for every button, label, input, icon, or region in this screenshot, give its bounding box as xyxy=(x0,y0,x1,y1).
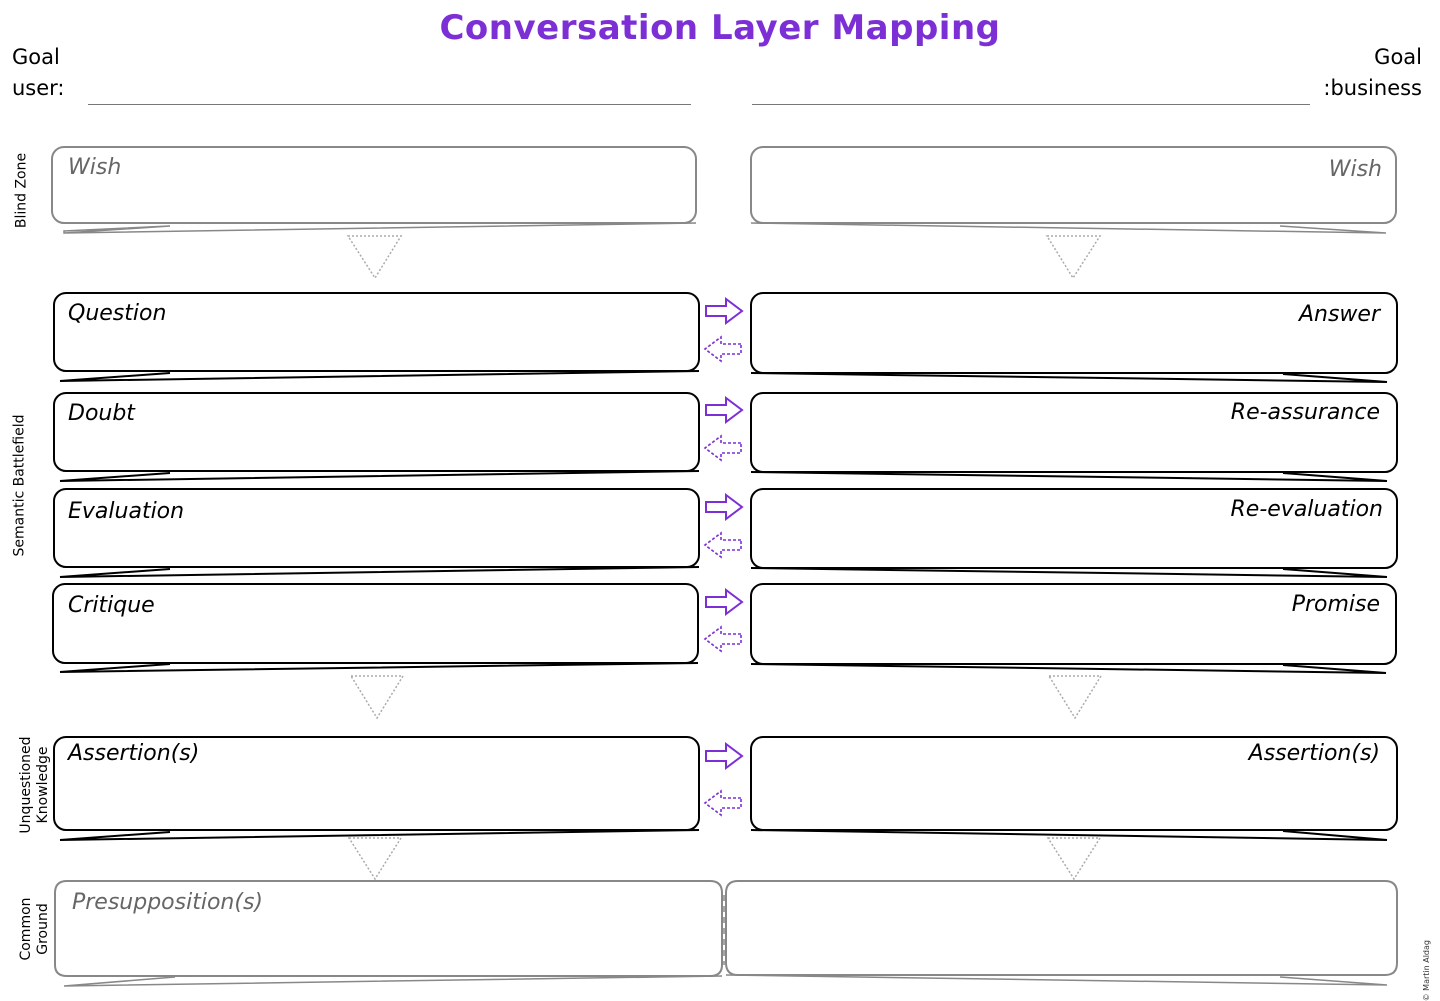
business-reassurance-box[interactable] xyxy=(750,392,1398,482)
arrow-pair-assertions xyxy=(703,742,744,817)
user-question-label: Question xyxy=(68,301,167,326)
business-wish-box[interactable] xyxy=(750,146,1397,234)
zone-label-blind: Blind Zone xyxy=(13,152,30,229)
business-reassurance-label: Re-assurance xyxy=(1230,400,1380,425)
user-assertions-box[interactable] xyxy=(53,736,700,841)
goal-user-label: Goal user: xyxy=(12,42,65,104)
goal-business-input-line[interactable] xyxy=(752,104,1310,105)
business-assertions-label: Assertion(s) xyxy=(1248,741,1380,766)
down-triangle-user-3 xyxy=(347,837,403,881)
down-triangle-user-1 xyxy=(346,235,403,280)
arrow-pair-evaluation-reevaluation xyxy=(703,493,744,559)
page-title: Conversation Layer Mapping xyxy=(439,8,1001,48)
copyright-credit: © Martin Aldag xyxy=(1422,940,1436,1001)
user-critique-box[interactable] xyxy=(52,583,699,673)
zone-label-semantic: Semantic Battlefield xyxy=(11,414,28,557)
goal-user-input-line[interactable] xyxy=(88,104,691,105)
zone-label-common-line2: Ground xyxy=(35,903,51,955)
user-evaluation-box[interactable] xyxy=(53,488,700,578)
business-assertions-box[interactable] xyxy=(750,736,1398,841)
arrow-pair-question-answer xyxy=(703,297,744,363)
business-reevaluation-box[interactable] xyxy=(750,488,1398,578)
user-presuppositions-label: Presupposition(s) xyxy=(72,890,263,915)
business-reevaluation-label: Re-evaluation xyxy=(1230,497,1383,522)
zone-label-unquestioned: Unquestioned Knowledge xyxy=(18,725,52,845)
user-doubt-label: Doubt xyxy=(68,401,135,426)
user-wish-label: Wish xyxy=(68,155,122,180)
goal-user-line1: Goal xyxy=(12,45,60,69)
zone-label-common: Common Ground xyxy=(18,884,52,974)
goal-business-line2: :business xyxy=(1323,76,1422,100)
down-triangle-business-2 xyxy=(1047,675,1103,720)
common-ground-box[interactable] xyxy=(54,880,1398,987)
goal-business-label: Goal :business xyxy=(1323,42,1422,104)
zone-label-unquestioned-line2: Knowledge xyxy=(35,746,51,824)
user-wish-box[interactable] xyxy=(51,146,697,234)
down-triangle-business-3 xyxy=(1046,837,1102,881)
zone-label-common-line1: Common xyxy=(18,897,34,961)
copyright-text: © Martin Aldag xyxy=(1422,940,1431,1001)
goal-user-line2: user: xyxy=(12,76,65,100)
user-critique-label: Critique xyxy=(68,593,155,618)
user-doubt-box[interactable] xyxy=(53,392,700,482)
business-answer-box[interactable] xyxy=(750,292,1398,383)
business-answer-label: Answer xyxy=(1298,302,1380,327)
business-wish-label: Wish xyxy=(1328,157,1382,182)
user-assertions-label: Assertion(s) xyxy=(68,741,200,766)
user-evaluation-label: Evaluation xyxy=(68,499,185,524)
user-question-box[interactable] xyxy=(53,292,700,382)
down-triangle-business-1 xyxy=(1045,235,1102,280)
arrow-pair-critique-promise xyxy=(703,588,744,653)
business-promise-box[interactable] xyxy=(750,583,1397,674)
business-promise-label: Promise xyxy=(1291,592,1380,617)
arrow-pair-doubt-reassurance xyxy=(703,396,744,462)
goal-business-line1: Goal xyxy=(1374,45,1422,69)
zone-label-unquestioned-line1: Unquestioned xyxy=(18,736,34,834)
down-triangle-user-2 xyxy=(349,675,405,720)
